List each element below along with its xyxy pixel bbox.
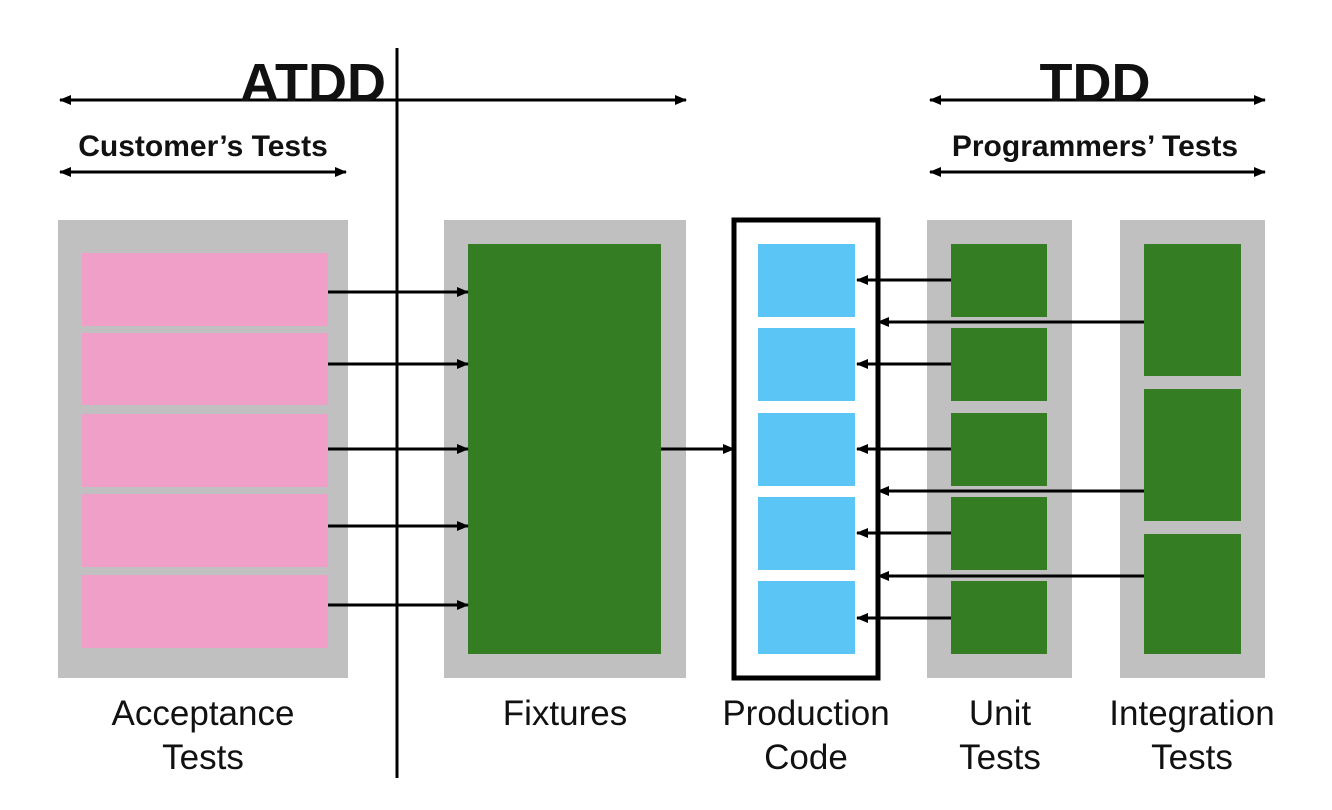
production-caption-line2: Code	[764, 738, 848, 777]
unit-caption-line2: Tests	[959, 738, 1041, 777]
tdd-label: TDD	[1039, 53, 1151, 113]
atdd-label: ATDD	[240, 53, 386, 113]
code-unit-block	[758, 328, 855, 401]
fixture-block	[468, 244, 661, 654]
production-code-panel	[731, 217, 881, 681]
unit-test-block	[951, 581, 1047, 654]
unit-test-block	[951, 413, 1047, 486]
unit-tests-panel	[927, 220, 1072, 678]
unit-test-block	[951, 328, 1047, 401]
unit-tests-caption: Unit Tests	[920, 692, 1080, 780]
acceptance-tests-panel	[58, 220, 348, 678]
code-unit-block	[758, 413, 855, 486]
code-unit-block	[758, 581, 855, 654]
acceptance-test-block	[82, 414, 328, 487]
integration-tests-caption: Integration Tests	[1092, 692, 1292, 780]
acceptance-tests-caption: Acceptance Tests	[50, 692, 356, 780]
acceptance-test-block	[82, 253, 328, 326]
production-caption-line1: Production	[722, 694, 890, 733]
unit-test-block	[951, 244, 1047, 317]
acceptance-caption-line2: Tests	[162, 738, 244, 777]
code-unit-block	[758, 497, 855, 570]
code-unit-block	[758, 244, 855, 317]
unit-test-block	[951, 497, 1047, 570]
acceptance-test-block	[82, 575, 328, 648]
integration-caption-line1: Integration	[1109, 694, 1275, 733]
integration-caption-line2: Tests	[1151, 738, 1233, 777]
programmers-tests-label: Programmers’ Tests	[951, 130, 1239, 163]
integration-to-code-arrows	[877, 317, 1144, 581]
fixtures-caption: Fixtures	[502, 694, 628, 733]
acceptance-test-block	[82, 333, 328, 405]
customers-tests-label: Customer’s Tests	[78, 130, 328, 163]
production-code-caption: Production Code	[700, 692, 912, 780]
acceptance-to-fixture-arrows	[328, 287, 469, 610]
integration-test-block	[1144, 244, 1241, 376]
integration-tests-panel	[1120, 220, 1265, 678]
fixtures-panel	[444, 220, 686, 678]
integration-test-block	[1144, 389, 1241, 521]
unit-caption-line1: Unit	[968, 694, 1032, 733]
unit-to-code-arrows	[856, 275, 951, 623]
acceptance-test-block	[82, 494, 328, 567]
acceptance-caption-line1: Acceptance	[111, 694, 295, 733]
integration-test-block	[1144, 534, 1241, 654]
